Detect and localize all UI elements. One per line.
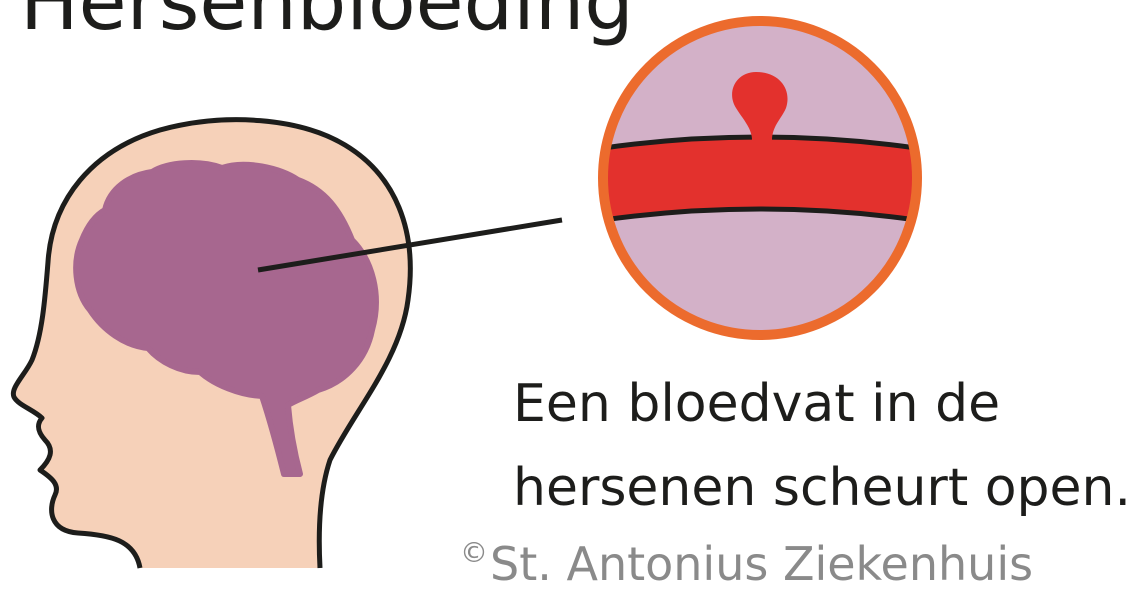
copyright-notice: ©St. Antonius Ziekenhuis [460,536,1033,591]
caption: Een bloedvat in de hersenen scheurt open… [513,362,1130,530]
magnifier-lens [590,21,930,335]
copyright-symbol: © [460,536,488,569]
copyright-owner: St. Antonius Ziekenhuis [490,537,1033,591]
caption-line-1: Een bloedvat in de [513,362,1130,446]
caption-line-2: hersenen scheurt open. [513,446,1130,530]
